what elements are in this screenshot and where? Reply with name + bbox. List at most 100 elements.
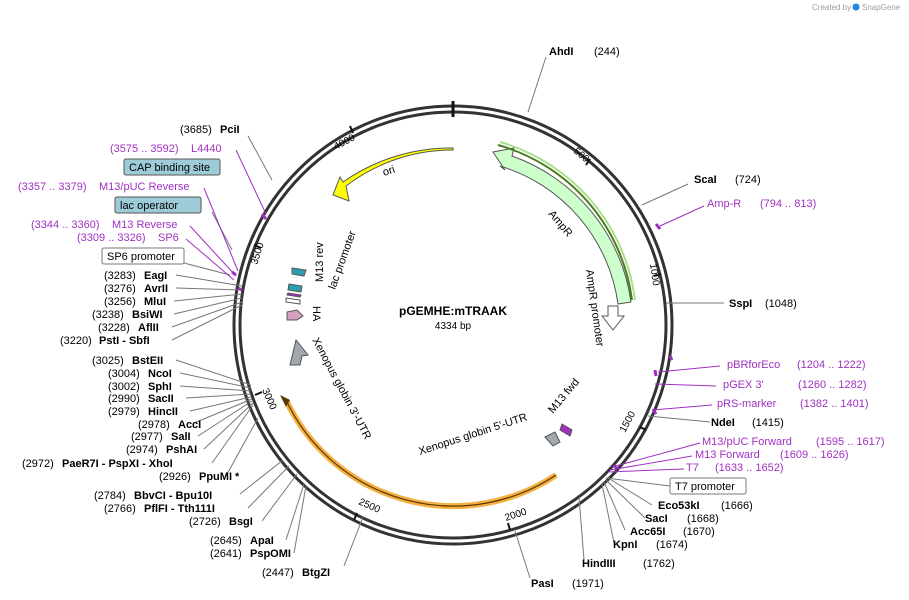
boxed-sp6-promoter[interactable]: SP6 promoter bbox=[101, 247, 185, 265]
plasmid-name: pGEMHE:mTRAAK bbox=[399, 304, 507, 318]
svg-text:(3228): (3228) bbox=[98, 322, 130, 334]
site-aflii[interactable]: (3228) AflII bbox=[98, 322, 159, 334]
svg-text:pBRforEco: pBRforEco bbox=[727, 359, 780, 371]
svg-text:(1971): (1971) bbox=[572, 578, 604, 590]
site-ahdi[interactable]: AhdI(244) bbox=[549, 46, 620, 58]
feature-ampr[interactable]: AmpR bbox=[492, 141, 636, 305]
site-paer7i-pspxi-xhoi[interactable]: (2972)PaeR7I - PspXI - XhoI bbox=[22, 458, 173, 470]
site-saci[interactable]: SacI (1668) bbox=[645, 513, 719, 525]
site-apai[interactable]: (2645)ApaI bbox=[210, 535, 274, 547]
site-sspi[interactable]: SspI(1048) bbox=[729, 298, 797, 310]
svg-text:T7: T7 bbox=[686, 462, 699, 474]
site-avrii[interactable]: (3276)AvrII bbox=[104, 283, 168, 295]
svg-text:BstEII: BstEII bbox=[132, 355, 163, 367]
site-ppumi[interactable]: (2926)PpuMI * bbox=[159, 471, 240, 483]
svg-text:NdeI: NdeI bbox=[711, 417, 735, 429]
credit-brand: SnapGene bbox=[862, 3, 901, 12]
tick-marks: 500 1000 1500 2000 2500 3000 3500 4000 bbox=[249, 125, 662, 531]
svg-text:(2974): (2974) bbox=[126, 444, 158, 456]
svg-text:(1415): (1415) bbox=[752, 417, 784, 429]
site-pcii[interactable]: (3685)PciI bbox=[180, 124, 240, 136]
svg-text:(1762): (1762) bbox=[643, 558, 675, 570]
svg-text:M13 Reverse: M13 Reverse bbox=[112, 219, 177, 231]
svg-text:SacI: SacI bbox=[645, 513, 668, 525]
right-leaders bbox=[514, 56, 724, 579]
svg-text:KpnI: KpnI bbox=[613, 539, 637, 551]
svg-text:HindIII: HindIII bbox=[582, 558, 616, 570]
svg-text:(1674): (1674) bbox=[656, 539, 688, 551]
feature-ampr-promoter-label: AmpR promoter bbox=[583, 269, 606, 348]
ampr-primer-arc bbox=[497, 144, 633, 301]
site-bbvci-bpu10i[interactable]: (2784)BbvCI - Bpu10I bbox=[94, 490, 212, 502]
site-bsiwi[interactable]: (3238)BsiWI bbox=[92, 309, 163, 321]
primer-m13-puc-forward[interactable]: M13/pUC Forward(1595 .. 1617) bbox=[702, 436, 885, 448]
site-bsgi[interactable]: (2726)BsgI bbox=[189, 516, 253, 528]
site-hindiii[interactable]: HindIII (1762) bbox=[582, 558, 675, 570]
site-sacii[interactable]: (2990)SacII bbox=[108, 393, 174, 405]
site-mlui[interactable]: (3256) MluI bbox=[104, 296, 166, 308]
tick-2000: 2000 bbox=[504, 506, 529, 523]
site-sphi[interactable]: (3002)SphI bbox=[108, 381, 172, 393]
site-scai[interactable]: ScaI(724) bbox=[694, 174, 761, 186]
svg-text:(2977): (2977) bbox=[131, 431, 163, 443]
site-sali[interactable]: (2977)SalI bbox=[131, 431, 191, 443]
tick-1500: 1500 bbox=[618, 409, 638, 434]
site-pshai[interactable]: (2974)PshAI bbox=[126, 444, 197, 456]
svg-text:(3256): (3256) bbox=[104, 296, 136, 308]
svg-text:(3309 .. 3326): (3309 .. 3326) bbox=[77, 232, 146, 244]
ampr-primer-arc-highlight bbox=[499, 141, 636, 301]
primer-m13-puc-reverse[interactable]: (3357 .. 3379)M13/pUC Reverse bbox=[18, 181, 189, 193]
site-pspomi[interactable]: (2641)PspOMI bbox=[210, 548, 291, 560]
feature-m13-fwd[interactable]: M13 fwd bbox=[546, 376, 582, 437]
site-acci[interactable]: (2978)AccI bbox=[138, 419, 201, 431]
site-eco53ki[interactable]: Eco53kI (1666) bbox=[658, 500, 753, 512]
primer-t7[interactable]: T7(1633 .. 1652) bbox=[686, 462, 784, 474]
site-btgzi[interactable]: (2447)BtgZI bbox=[262, 567, 330, 579]
primer-amp-r[interactable]: Amp-R(794 .. 813) bbox=[707, 198, 816, 210]
feature-ha[interactable]: HA bbox=[286, 306, 322, 322]
feature-ori[interactable]: ori bbox=[332, 147, 454, 202]
plasmid-size: 4334 bp bbox=[435, 321, 472, 332]
svg-text:Eco53kI: Eco53kI bbox=[658, 500, 700, 512]
site-pflfi-tth111i[interactable]: (2766)PflFI - Tth111I bbox=[104, 503, 215, 515]
primer-l4440[interactable]: (3575 .. 3592)L4440 bbox=[110, 143, 222, 155]
svg-text:(3238): (3238) bbox=[92, 309, 124, 321]
primer-pgex3[interactable]: pGEX 3'(1260 .. 1282) bbox=[723, 379, 867, 391]
svg-text:(3357 .. 3379): (3357 .. 3379) bbox=[18, 181, 87, 193]
svg-text:pGEX 3': pGEX 3' bbox=[723, 379, 764, 391]
site-eagi[interactable]: (3283)EagI bbox=[104, 270, 167, 282]
svg-text:SP6 promoter: SP6 promoter bbox=[107, 251, 175, 263]
primer-prs-marker[interactable]: pRS-marker(1382 .. 1401) bbox=[717, 398, 869, 410]
site-acc65i[interactable]: Acc65I(1670) bbox=[630, 526, 715, 538]
svg-text:Acc65I: Acc65I bbox=[630, 526, 665, 538]
feature-sp6-arrow[interactable] bbox=[289, 338, 309, 366]
site-kpni[interactable]: KpnI (1674) bbox=[613, 539, 688, 551]
site-psti-sbfi[interactable]: (3220)PstI - SbfI bbox=[60, 335, 150, 347]
svg-text:ApaI: ApaI bbox=[250, 535, 274, 547]
svg-text:(1666): (1666) bbox=[721, 500, 753, 512]
svg-text:MluI: MluI bbox=[144, 296, 166, 308]
site-hincii[interactable]: (2979)HincII bbox=[108, 406, 178, 418]
svg-text:SP6: SP6 bbox=[158, 232, 179, 244]
boxed-cap-binding-site[interactable]: CAP binding site bbox=[123, 158, 221, 176]
primer-pbrforeco[interactable]: pBRforEco(1204 .. 1222) bbox=[727, 359, 866, 371]
primer-m13-forward[interactable]: M13 Forward(1609 .. 1626) bbox=[695, 449, 849, 461]
primer-m13-reverse[interactable]: (3344 .. 3360)M13 Reverse bbox=[31, 219, 177, 231]
boxed-t7-promoter[interactable]: T7 promoter bbox=[605, 477, 747, 495]
feature-xglobin5-label: Xenopus globin 5'-UTR bbox=[417, 411, 529, 457]
primer-sp6[interactable]: (3309 .. 3326) SP6 bbox=[77, 232, 179, 244]
svg-text:(1609 .. 1626): (1609 .. 1626) bbox=[780, 449, 849, 461]
boxed-lac-operator[interactable]: lac operator bbox=[114, 196, 202, 214]
site-pasi[interactable]: PasI(1971) bbox=[531, 578, 604, 590]
svg-text:(1668): (1668) bbox=[687, 513, 719, 525]
svg-text:PflFI - Tth111I: PflFI - Tth111I bbox=[144, 503, 215, 515]
site-ncoi[interactable]: (3004)NcoI bbox=[108, 368, 172, 380]
feature-m13-rev[interactable]: M13 rev bbox=[285, 242, 326, 305]
svg-text:AflII: AflII bbox=[138, 322, 159, 334]
svg-text:(2641): (2641) bbox=[210, 548, 242, 560]
site-ndei[interactable]: NdeI (1415) bbox=[711, 417, 784, 429]
svg-text:BbvCI - Bpu10I: BbvCI - Bpu10I bbox=[134, 490, 212, 502]
tick-2500: 2500 bbox=[357, 497, 382, 516]
site-bsteii[interactable]: (3025)BstEII bbox=[92, 355, 163, 367]
feature-xenopus-globin-5utr[interactable]: Xenopus globin 5'-UTR bbox=[417, 411, 561, 458]
